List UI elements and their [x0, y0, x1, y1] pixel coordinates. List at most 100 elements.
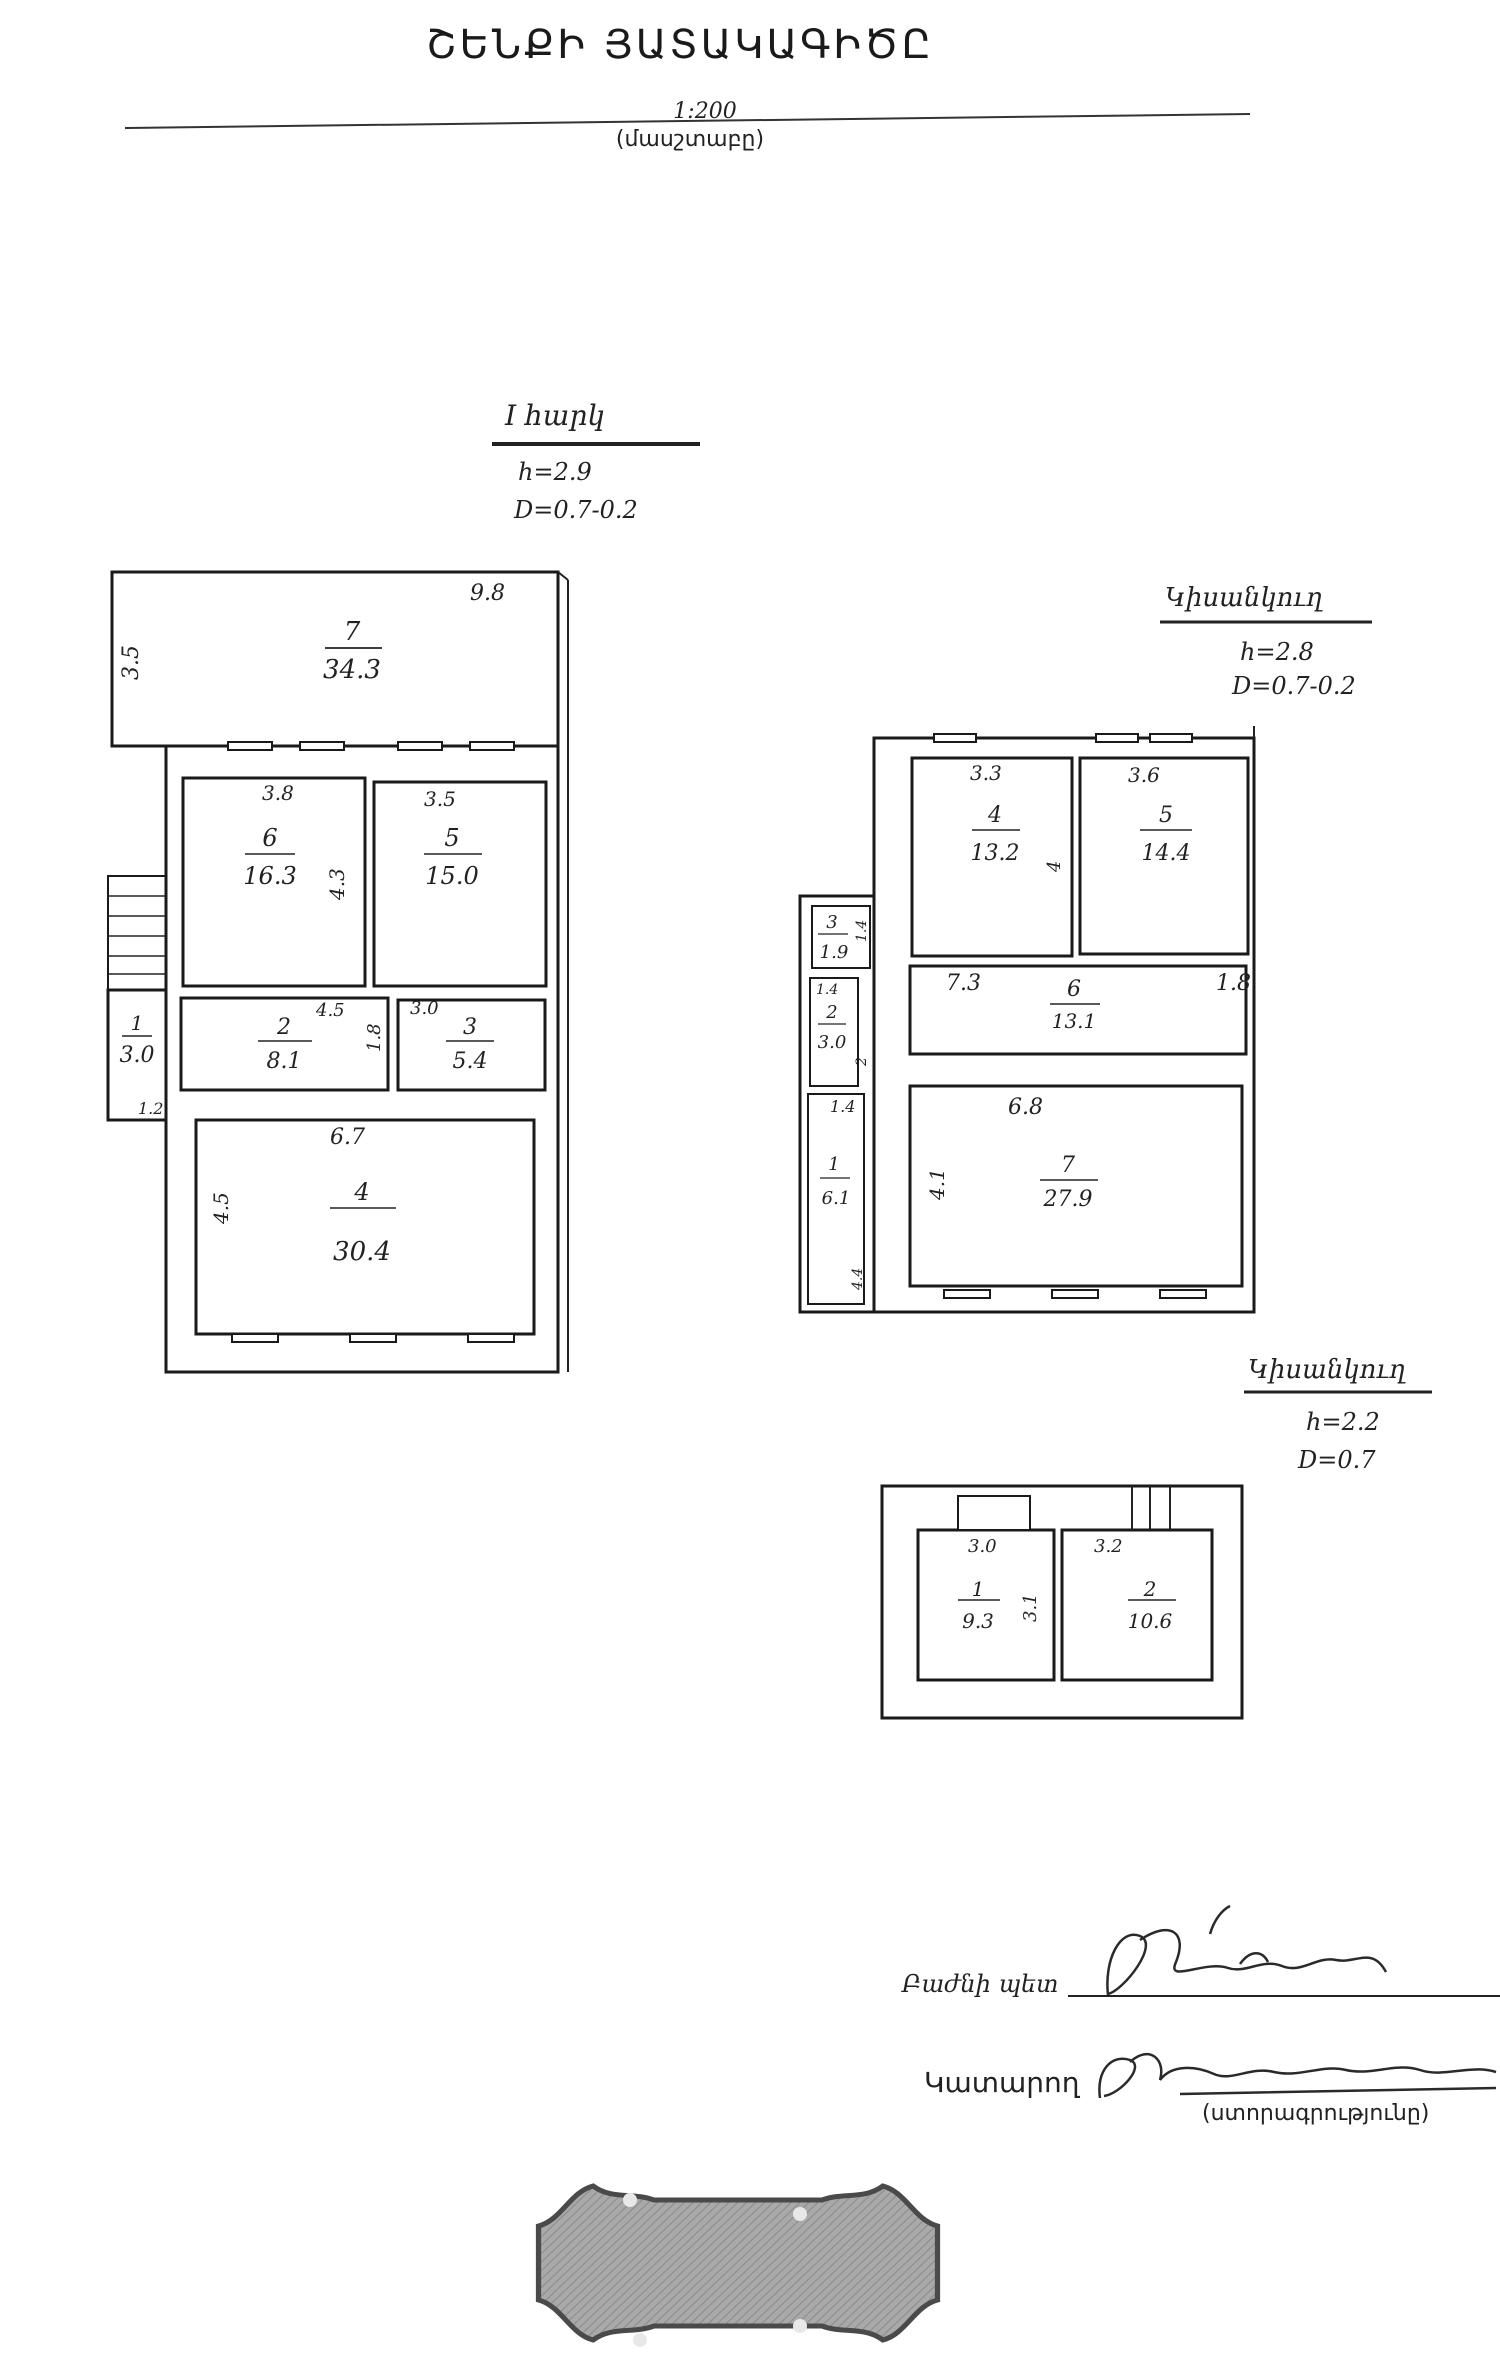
floor1-room-2-area-text: 8.1 — [267, 1049, 302, 1074]
floor1-room-2-box — [179, 996, 390, 1092]
floor2-left-wing — [798, 894, 876, 1314]
floor2-room-3-box — [811, 905, 871, 969]
floor1-plan: 9.8 3.5 7 34.3 3.8 4.3 6 16.3 3.5 5 15.0… — [106, 570, 569, 1374]
floor2-room-2-num: 2 — [825, 1002, 837, 1023]
floor2-label: Կիսանկուղ — [1165, 583, 1323, 613]
floor1-room-4-dim-b: 4.5 — [209, 1192, 233, 1225]
floor1-outer-wall — [164, 744, 560, 1374]
floor1-dim-left: 3.5 — [119, 645, 144, 680]
floor2-room-7-box — [908, 1084, 1244, 1288]
floor1-room-5-area-text: 15.0 — [425, 862, 478, 890]
floor2-plan: 3.3 4 4 13.2 3.6 5 14.4 3 1.4 1.9 7.3 1.… — [798, 726, 1256, 1314]
floor3-thickness: D=0.7 — [1297, 1446, 1376, 1474]
floor1-room-1-num: 1 — [131, 1011, 144, 1035]
floor1-room-7-num: 7 — [344, 617, 361, 647]
floor2-room-4-dim-b: 4 — [1044, 861, 1065, 873]
floor1-room-3-box — [396, 998, 547, 1092]
floor2-room-6-area-text: 13.1 — [1052, 1009, 1097, 1033]
floor1-room-6-area-text: 16.3 — [243, 862, 296, 890]
floor1-windows — [227, 741, 515, 1343]
signature-caption: (ստորագրությունը) — [1202, 2101, 1429, 2126]
floor3-windows — [957, 1486, 1171, 1531]
floor2-room-4-area-text: 13.2 — [971, 841, 1020, 866]
seal-shape — [535, 2183, 941, 2343]
floor2-room-5-dim-a: 3.6 — [1128, 763, 1160, 787]
floor1-room-6-dim-a: 3.8 — [262, 781, 294, 805]
floor1-room-3-area-text: 5.4 — [453, 1049, 488, 1074]
floor2-room-6-dim-b: 1.8 — [1216, 971, 1251, 996]
floor1-room-6-box — [181, 776, 367, 988]
floor2-height: h=2.8 — [1240, 638, 1314, 666]
floor3-room-2-num: 2 — [1143, 1577, 1157, 1601]
head-signature — [1106, 1904, 1388, 1996]
floor2-room-6-dim-a: 7.3 — [946, 971, 981, 996]
floor2-room-1-box — [807, 1093, 865, 1305]
floor2-room-5-num: 5 — [1159, 803, 1173, 828]
floor2-room-7-area-text: 27.9 — [1043, 1187, 1093, 1212]
floor2-room-7-dim-b: 4.1 — [925, 1168, 949, 1201]
floor2-room-2-dim-b: 2 — [854, 1057, 870, 1067]
floor1-stairs — [107, 875, 167, 991]
floor2-room-3-dim-a: 1.4 — [854, 920, 870, 942]
floor1-room-2-num: 2 — [276, 1015, 291, 1040]
floor2-room-2-area-text: 3.0 — [818, 1032, 847, 1053]
floor3-room-2-box — [1060, 1528, 1214, 1682]
floor2-room-5-area-text: 14.4 — [1142, 841, 1191, 866]
decorative-seal — [535, 2183, 941, 2347]
floor1-height: h=2.9 — [518, 458, 592, 486]
floor3-room-1-dim-a: 3.0 — [968, 1536, 997, 1557]
floor2-room-4-dim-a: 3.3 — [970, 761, 1002, 785]
floor1-room-1-area-text: 3.0 — [120, 1043, 155, 1068]
performer-signature — [1098, 2052, 1497, 2099]
floor1-room-2-dim-a: 4.5 — [315, 1000, 345, 1021]
head-signoff-label: Բաժնի պետ — [901, 1970, 1058, 1998]
floor2-room-6-num: 6 — [1067, 977, 1081, 1002]
floor1-room-4-num: 4 — [353, 1178, 369, 1206]
floor2-room-1-dim-b: 4.4 — [850, 1268, 866, 1291]
floor2-windows — [933, 733, 1207, 1299]
floor2-room-1-dim-a: 1.4 — [830, 1097, 855, 1116]
floor3-outer-wall — [880, 1484, 1244, 1720]
floor2-room-7-dim-a: 6.8 — [1008, 1095, 1043, 1120]
floor3-plan: 3.0 3.1 1 9.3 3.2 2 10.6 — [880, 1484, 1244, 1720]
floor2-room-5-box — [1078, 756, 1250, 956]
floor1-room-3-num: 3 — [463, 1015, 477, 1040]
floor1-room-4-box — [194, 1118, 536, 1336]
floor3-label: Կիսանկուղ — [1248, 1355, 1406, 1385]
floor1-room-3-dim-a: 3.0 — [410, 998, 439, 1019]
floor1-room-2-dim-b: 1.8 — [364, 1023, 385, 1052]
floor3-room-2-area-text: 10.6 — [1128, 1609, 1173, 1633]
scale-caption: (մասշտաբը) — [616, 127, 764, 152]
floor1-room-6-num: 6 — [262, 824, 277, 852]
floor3-room-1-area-text: 9.3 — [962, 1609, 994, 1633]
floor1-room-4-dim-a: 6.7 — [330, 1125, 365, 1150]
floor2-room-2-box — [809, 977, 859, 1087]
floor2-room-6-box — [908, 964, 1248, 1056]
floor1-dim-top: 9.8 — [470, 581, 505, 606]
floor3-height: h=2.2 — [1306, 1408, 1380, 1436]
floor2-room-4-num: 4 — [987, 803, 1002, 828]
floor1-room-1-dim-a: 1.2 — [138, 1099, 163, 1118]
floor2-room-3-num: 3 — [826, 912, 837, 933]
page-title: ՇԵՆՔԻ ՅԱՏԱԿԱԳԻԾԸ — [426, 22, 933, 68]
floor2-room-1-area-text: 6.1 — [822, 1188, 851, 1209]
floor1-room-5-dim-a: 3.5 — [424, 787, 456, 811]
floor2-room-2-dim-a: 1.4 — [816, 982, 838, 998]
floor2-room-3-area-text: 1.9 — [820, 942, 849, 963]
scale-value: 1:200 — [673, 99, 736, 124]
floor3-room-1-num: 1 — [972, 1577, 985, 1601]
floor2-thickness: D=0.7-0.2 — [1231, 672, 1356, 700]
floor3-room-2-dim-a: 3.2 — [1094, 1536, 1123, 1557]
floor1-room-4-area-text: 30.4 — [333, 1237, 391, 1267]
floor2-room-7-num: 7 — [1061, 1153, 1075, 1178]
floor3-room-1-dim-b: 3.1 — [1020, 1593, 1041, 1622]
floor2-room-4-box — [910, 756, 1074, 958]
floor1-room-5-box — [372, 780, 548, 988]
floor1-room-6-dim-b: 4.3 — [325, 868, 349, 901]
floor1-thickness: D=0.7-0.2 — [513, 496, 638, 524]
floor1-room-7-area-text: 34.3 — [323, 655, 381, 685]
floor1-room-5-num: 5 — [444, 824, 459, 852]
title-underline — [124, 113, 1251, 129]
floor1-label: I հարկ — [504, 399, 605, 432]
